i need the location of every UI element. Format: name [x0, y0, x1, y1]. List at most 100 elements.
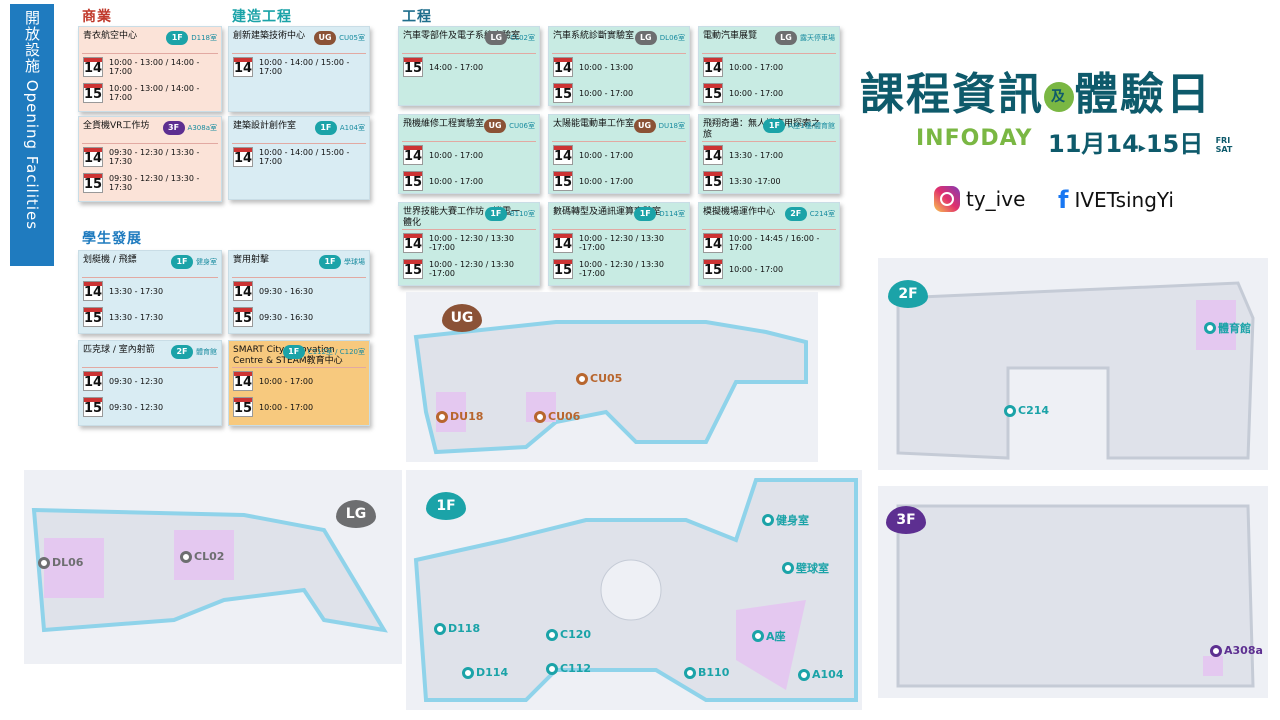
time-range: 09:30 - 12:30 — [109, 402, 164, 412]
divider — [702, 53, 836, 54]
floor-label-1f: 1F — [426, 492, 466, 520]
divider — [82, 53, 218, 54]
time-range: 14:00 - 17:00 — [429, 62, 484, 72]
divider — [402, 229, 536, 230]
floor-badge: UG — [633, 119, 656, 133]
floor-badge: 1F — [763, 119, 786, 133]
room-marker: CU05 — [576, 372, 622, 385]
time-range: 09:30 - 16:30 — [259, 312, 314, 322]
instagram-icon — [934, 186, 960, 212]
facebook-link[interactable]: f IVETsingYi — [1058, 186, 1174, 214]
calendar-icon: 15 — [83, 83, 103, 103]
calendar-icon: 15 — [403, 57, 423, 77]
room-marker: 健身室 — [762, 512, 809, 528]
calendar-icon: 15 — [83, 173, 103, 193]
room-label: A座1樓/體育館 — [788, 122, 835, 130]
calendar-icon: 15 — [703, 259, 723, 279]
calendar-icon: 14 — [553, 57, 573, 77]
room-label: 健身室 — [196, 258, 217, 266]
room-label: CU06室 — [509, 122, 535, 130]
time-range: 10:00 - 17:00 — [579, 88, 634, 98]
section-construction: 建造工程 — [232, 9, 292, 25]
room-marker: C112 — [546, 662, 591, 675]
room-label: C214室 — [809, 210, 835, 218]
divider — [552, 53, 686, 54]
schedule-row: 15 14:00 - 17:00 — [403, 57, 483, 77]
time-range: 09:30 - 12:30 / 13:30 - 17:30 — [109, 148, 200, 166]
calendar-icon: 14 — [83, 281, 103, 301]
room-marker: DL06 — [38, 556, 83, 569]
floor-badge: 1F — [314, 121, 337, 135]
sidebar-label: 開放設施 Opening Facilities — [10, 4, 54, 266]
calendar-icon: 15 — [233, 307, 253, 327]
time-range: 13:30 -17:00 — [729, 176, 781, 186]
facility-name: 青衣航空中心 — [83, 31, 138, 41]
room-marker: DU18 — [436, 410, 483, 423]
schedule-row: 15 10:00 - 17:00 — [553, 83, 633, 103]
instagram-link[interactable]: ty_ive — [934, 186, 1025, 212]
time-range: 10:00 - 14:00 / 15:00 - 17:00 — [259, 148, 350, 166]
room-marker: 體育館 — [1204, 320, 1251, 336]
time-range: 10:00 - 17:00 — [429, 176, 484, 186]
floor-badge: 1F — [484, 207, 507, 221]
location-pin-icon — [762, 514, 774, 526]
location-pin-icon — [782, 562, 794, 574]
calendar-icon: 14 — [233, 147, 253, 167]
calendar-icon: 15 — [83, 307, 103, 327]
calendar-icon: 14 — [403, 233, 423, 253]
time-range: 10:00 - 17:00 — [729, 88, 784, 98]
time-range: 10:00 - 17:00 — [579, 150, 634, 160]
floor-label-ug: UG — [442, 304, 482, 332]
room-marker: D114 — [462, 666, 508, 679]
time-range: 10:00 - 14:45 / 16:00 - 17:00 — [729, 234, 820, 252]
location-pin-icon — [798, 668, 810, 681]
facility-name: 創新建築技術中心 — [233, 31, 306, 41]
facility-card: SMART City Innovation Centre & STEAM教育中心… — [228, 340, 370, 426]
schedule-row: 15 09:30 - 16:30 — [233, 307, 313, 327]
divider — [232, 367, 366, 368]
floor-badge: 2F — [171, 345, 193, 359]
location-pin-icon — [546, 662, 558, 675]
calendar-icon: 14 — [703, 145, 723, 165]
section-student: 學生發展 — [82, 231, 142, 247]
time-range: 09:30 - 12:30 — [109, 376, 164, 386]
time-range: 10:00 - 17:00 — [259, 402, 314, 412]
room-label: D114室 — [659, 210, 685, 218]
facility-name: 太陽能電動車工作室 — [553, 119, 635, 129]
calendar-icon: 14 — [233, 281, 253, 301]
time-range: 10:00 - 17:00 — [729, 62, 784, 72]
divider — [402, 53, 536, 54]
room-marker: A座 — [752, 628, 786, 644]
facility-name: 模擬機場運作中心 — [703, 207, 776, 217]
location-pin-icon — [752, 630, 764, 642]
calendar-icon: 14 — [83, 57, 103, 77]
infoday-title: 課程資訊及體驗日 — [860, 69, 1212, 120]
location-pin-icon — [576, 372, 588, 385]
calendar-icon: 15 — [553, 83, 573, 103]
time-range: 13:30 - 17:30 — [109, 286, 164, 296]
floor-badge: 1F — [634, 207, 657, 221]
